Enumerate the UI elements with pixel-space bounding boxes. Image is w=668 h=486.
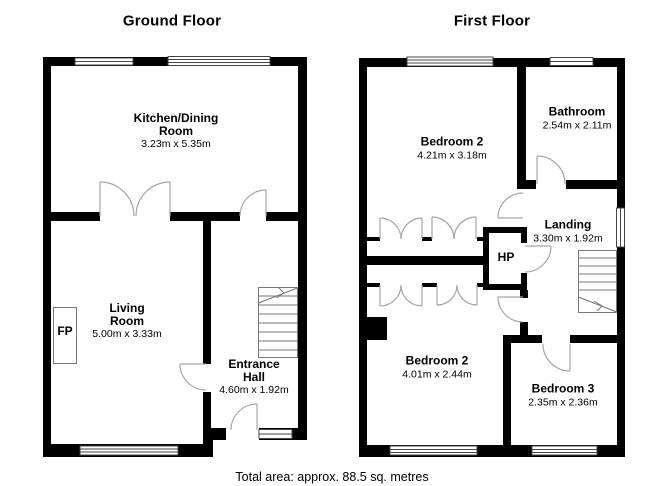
room-name: Entrance Hall xyxy=(228,357,280,384)
room-dims: 4.21m x 3.18m xyxy=(417,148,487,161)
fireplace-symbol xyxy=(53,307,77,364)
total-area-note: Total area: approx. 88.5 sq. metres xyxy=(235,470,429,484)
room-label-bedroom2-bottom: Bedroom 2 4.01m x 2.44m xyxy=(402,354,471,380)
ground-floor-staircase xyxy=(258,287,298,358)
ground-floor-plan xyxy=(43,56,307,457)
room-name: Living Room xyxy=(109,301,145,328)
room-dims: 3.30m x 1.92m xyxy=(533,231,603,244)
fireplace-label: FP xyxy=(57,324,73,338)
ground-floor-title: Ground Floor xyxy=(122,12,222,30)
room-name: Landing xyxy=(544,217,592,232)
room-label-bedroom2-top: Bedroom 2 4.21m x 3.18m xyxy=(417,135,486,161)
ground-floor-doors xyxy=(99,181,267,431)
room-label-entrance-hall: Entrance Hall 4.60m x 1.92m xyxy=(219,358,289,396)
room-label-living-room: Living Room 5.00m x 3.33m xyxy=(92,302,161,340)
room-name: Bedroom 2 xyxy=(420,134,484,149)
ground-floor-windows xyxy=(74,56,293,456)
first-floor-staircase xyxy=(578,250,617,313)
room-dims: 4.60m x 1.92m xyxy=(219,384,289,396)
room-label-landing: Landing 3.30m x 1.92m xyxy=(533,218,602,244)
room-name: Bedroom 2 xyxy=(405,353,469,368)
room-name: Bathroom xyxy=(548,104,606,119)
first-floor-doors xyxy=(379,155,571,372)
room-dims: 5.00m x 3.33m xyxy=(92,328,162,340)
hot-press-label: HP xyxy=(497,250,515,264)
room-name: Kitchen/Dining Room xyxy=(133,111,219,138)
room-dims: 4.01m x 2.44m xyxy=(402,367,472,380)
room-label-bathroom: Bathroom 2.54m x 2.11m xyxy=(543,105,612,131)
room-dims: 2.54m x 2.11m xyxy=(542,118,612,131)
room-name: Bedroom 3 xyxy=(531,381,595,396)
room-dims: 3.23m x 5.35m xyxy=(141,138,211,150)
first-floor-windows xyxy=(389,56,625,456)
first-floor-title: First Floor xyxy=(453,12,531,30)
room-label-kitchen-dining: Kitchen/Dining Room 3.23m x 5.35m xyxy=(121,112,231,150)
room-label-bedroom3: Bedroom 3 2.35m x 2.36m xyxy=(528,382,597,408)
room-dims: 2.35m x 2.36m xyxy=(528,395,598,408)
first-floor-plan xyxy=(359,56,625,457)
